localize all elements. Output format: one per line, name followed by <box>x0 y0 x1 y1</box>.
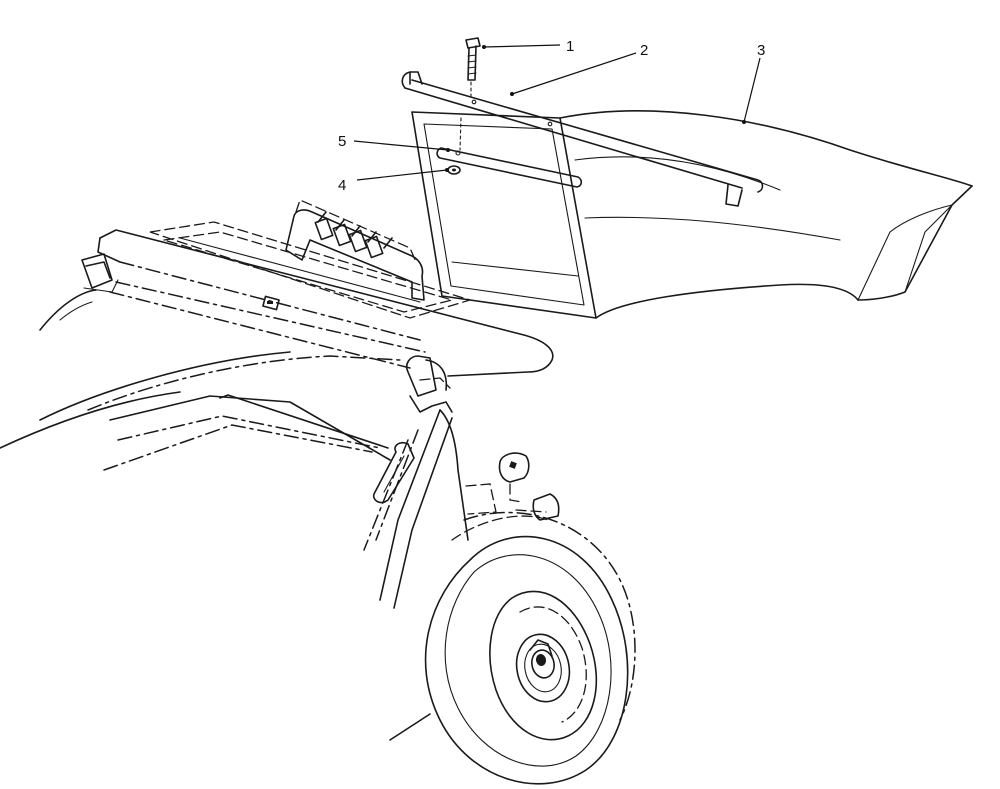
bag-top-rail <box>401 71 764 207</box>
callout-labels: 1 2 3 5 4 <box>338 38 765 194</box>
callout-5: 5 <box>338 133 346 150</box>
callout-4: 4 <box>338 177 346 194</box>
callout-2: 2 <box>640 42 648 59</box>
bolt <box>459 37 481 151</box>
callout-1: 1 <box>566 38 574 55</box>
grass-bag <box>411 110 973 319</box>
wheel-bracket <box>498 452 560 521</box>
callout-leaders <box>353 44 761 181</box>
rear-wheel <box>389 511 636 785</box>
callout-3: 3 <box>757 42 765 59</box>
nut <box>447 165 461 175</box>
rear-handle-frame <box>0 199 554 609</box>
retaining-strap <box>436 147 583 188</box>
